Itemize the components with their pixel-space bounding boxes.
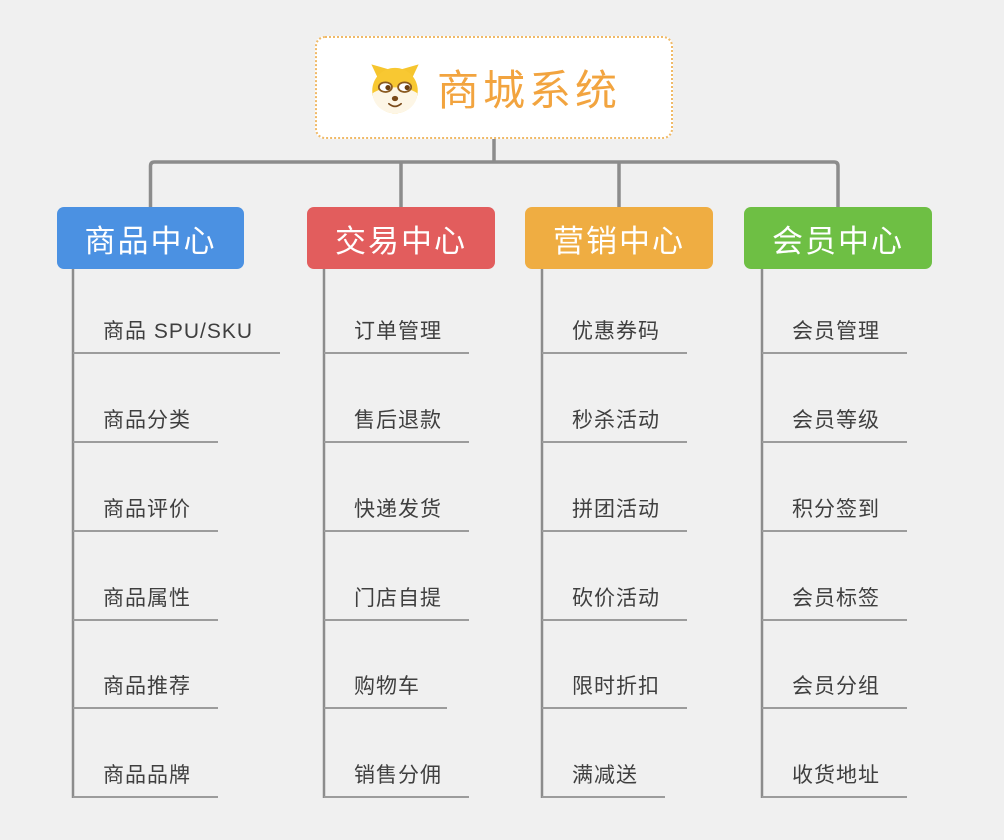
leaf-item[interactable]: 优惠券码: [542, 313, 687, 354]
root-title: 商城系统: [436, 67, 621, 114]
leaf-item[interactable]: 限时折扣: [542, 668, 687, 709]
leaf-item[interactable]: 会员等级: [762, 402, 907, 443]
leaf-item[interactable]: 会员标签: [762, 580, 907, 621]
branch-box-product-center[interactable]: 商品中心: [57, 207, 244, 269]
leaf-item[interactable]: 会员管理: [762, 313, 907, 354]
branch-label: 交易中心: [335, 223, 467, 259]
branch-label: 会员中心: [772, 223, 904, 259]
root-node[interactable]: 商城系统: [315, 36, 673, 139]
leaf-item[interactable]: 满减送: [542, 757, 665, 798]
branch-label: 商品中心: [84, 223, 217, 259]
branch-box-trade-center[interactable]: 交易中心: [307, 207, 495, 269]
leaf-item[interactable]: 商品推荐: [73, 668, 218, 709]
shiba-dog-face-icon: [367, 60, 423, 116]
leaf-item[interactable]: 秒杀活动: [542, 402, 687, 443]
leaf-item[interactable]: 收货地址: [762, 757, 907, 798]
leaf-item[interactable]: 快递发货: [324, 491, 469, 532]
leaf-item[interactable]: 商品 SPU/SKU: [73, 313, 281, 354]
branch-box-member-center[interactable]: 会员中心: [744, 207, 932, 269]
leaf-item[interactable]: 拼团活动: [542, 491, 687, 532]
leaf-item[interactable]: 购物车: [324, 668, 447, 709]
leaf-item[interactable]: 积分签到: [762, 491, 907, 532]
leaf-item[interactable]: 订单管理: [324, 313, 469, 354]
leaf-item[interactable]: 会员分组: [762, 668, 907, 709]
leaf-item[interactable]: 门店自提: [324, 580, 469, 621]
leaf-item[interactable]: 商品评价: [73, 491, 218, 532]
leaf-item[interactable]: 售后退款: [324, 402, 469, 443]
leaf-item[interactable]: 商品品牌: [73, 757, 218, 798]
leaf-item[interactable]: 商品属性: [73, 580, 218, 621]
branch-box-marketing-center[interactable]: 营销中心: [525, 207, 713, 269]
leaf-item[interactable]: 砍价活动: [542, 580, 687, 621]
leaf-item[interactable]: 销售分佣: [324, 757, 469, 798]
branch-label: 营销中心: [553, 223, 685, 259]
leaf-item[interactable]: 商品分类: [73, 402, 218, 443]
